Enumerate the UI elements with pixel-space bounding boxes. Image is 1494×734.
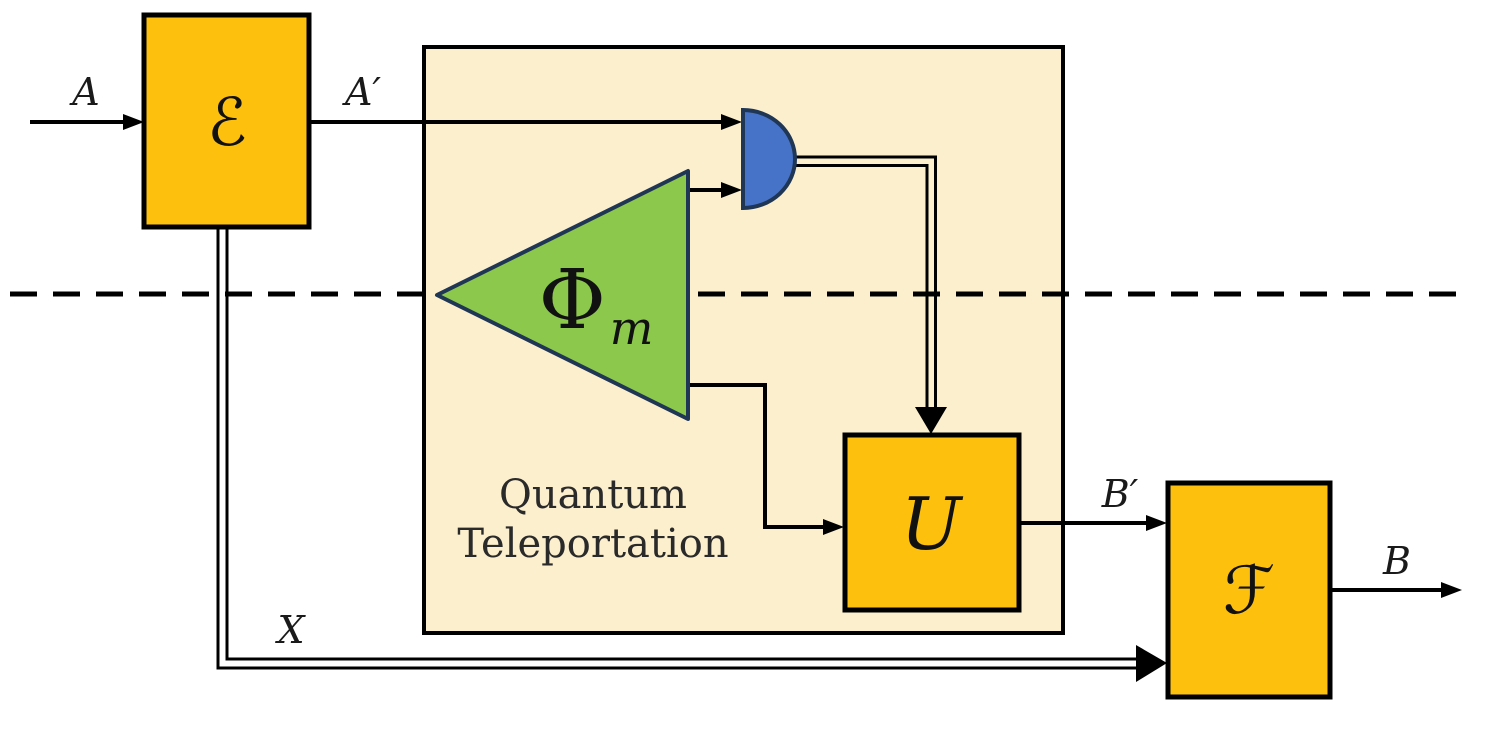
correction-box (842, 432, 1022, 613)
wire-a-prime-arrowhead-icon (721, 114, 742, 130)
label-b: B (1382, 539, 1411, 583)
resource-state-symbol: Φ (539, 253, 606, 348)
classical-wire-measurement-inner (796, 164, 929, 408)
label-a-prime: A′ (342, 70, 381, 114)
decoder-box (1165, 480, 1333, 700)
classical-wire-x-arrowhead-icon (1136, 645, 1167, 682)
resource-state-label: Φm (539, 253, 654, 355)
label-x: X (274, 608, 306, 652)
wire-phi-to-correction-arrowhead-icon (823, 519, 844, 535)
region-caption-line2: Teleportation (457, 521, 728, 567)
wire-b-prime-arrowhead-icon (1146, 515, 1167, 531)
correction-label: U (901, 482, 964, 566)
wire-phi-to-correction (688, 383, 826, 529)
encoder-box (141, 12, 312, 230)
classical-wire-measurement-arrowhead-icon (915, 407, 947, 434)
entangled-state-triangle (435, 169, 690, 421)
classical-wire-x-outer (216, 227, 1137, 670)
label-b-prime: B′ (1101, 472, 1139, 516)
region-caption-line1: Quantum (499, 472, 687, 518)
wire-b-arrowhead-icon (1441, 582, 1462, 598)
encoder-label: ℰ (207, 84, 247, 161)
wire-a-arrowhead-icon (123, 114, 144, 130)
wire-phi-to-measurement-arrowhead-icon (721, 182, 742, 198)
resource-state-subscript: m (610, 301, 654, 355)
decoder-label: ℱ (1223, 552, 1275, 629)
bell-measurement-detector-icon (741, 107, 797, 211)
label-a: A (69, 70, 99, 114)
classical-wire-x-inner (225, 227, 1137, 661)
classical-wire-measurement-outer (796, 155, 937, 408)
